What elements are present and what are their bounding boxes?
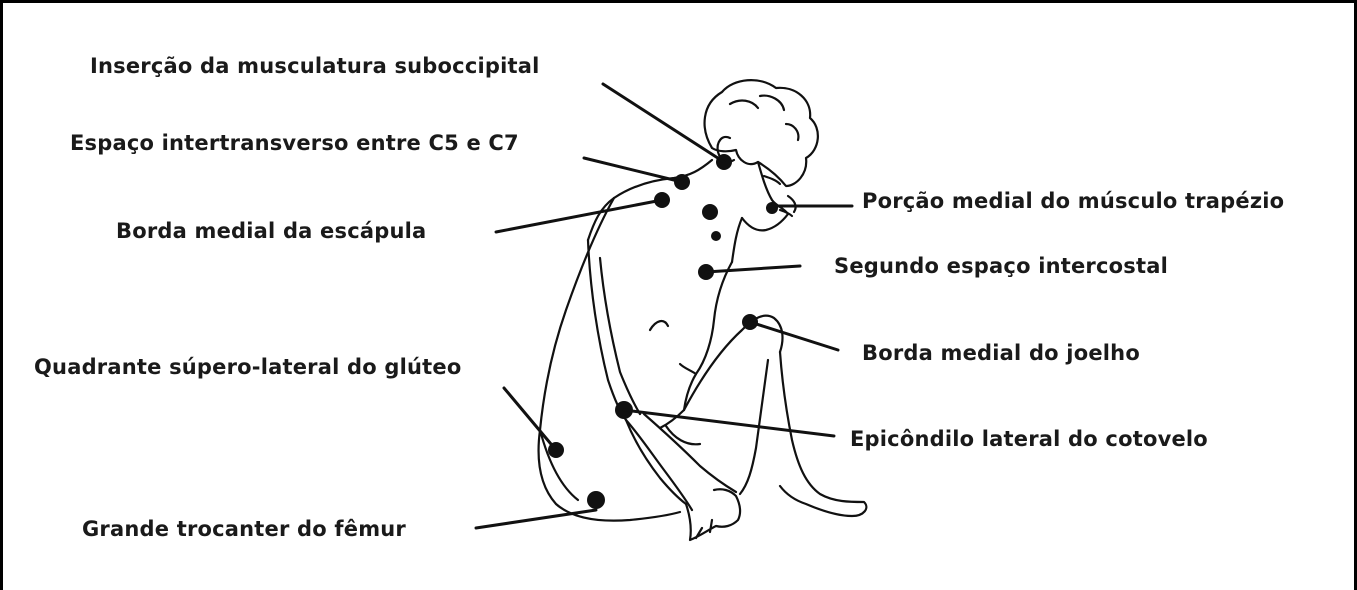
point-shoulder-extra	[711, 231, 721, 241]
belly	[650, 321, 696, 374]
label-trapezio: Porção medial do músculo trapézio	[862, 189, 1284, 213]
point-mouth	[766, 202, 778, 214]
hair-curls	[730, 96, 798, 140]
arm-inner	[600, 258, 640, 414]
hand	[686, 489, 740, 540]
leader-lines	[476, 84, 852, 528]
label-gluteo: Quadrante súpero-lateral do glúteo	[34, 355, 461, 379]
label-suboccipital: Inserção da musculatura suboccipital	[90, 54, 540, 78]
leader-suboccipital	[603, 84, 724, 162]
label-escapula: Borda medial da escápula	[116, 219, 426, 243]
leader-gluteo	[504, 388, 556, 450]
leader-joelho	[750, 322, 838, 350]
forearm	[626, 414, 736, 510]
point-trapezio	[702, 204, 718, 220]
point-femur	[587, 491, 605, 509]
leader-intercostal	[706, 266, 800, 272]
back-outline	[539, 198, 680, 521]
face-outline	[742, 162, 788, 230]
leader-femur	[476, 510, 596, 528]
chest-outline	[684, 262, 732, 410]
leader-escapula	[496, 200, 662, 232]
leader-c5-c7	[584, 158, 682, 182]
label-intercostal: Segundo espaço intercostal	[834, 254, 1168, 278]
neck-shoulder	[588, 160, 712, 240]
neck-front	[732, 218, 742, 262]
label-joelho: Borda medial do joelho	[862, 341, 1140, 365]
label-cotovelo: Epicôndilo lateral do cotovelo	[850, 427, 1208, 451]
label-c5-c7: Espaço intertransverso entre C5 e C7	[70, 131, 519, 155]
label-femur: Grande trocanter do fêmur	[82, 517, 406, 541]
